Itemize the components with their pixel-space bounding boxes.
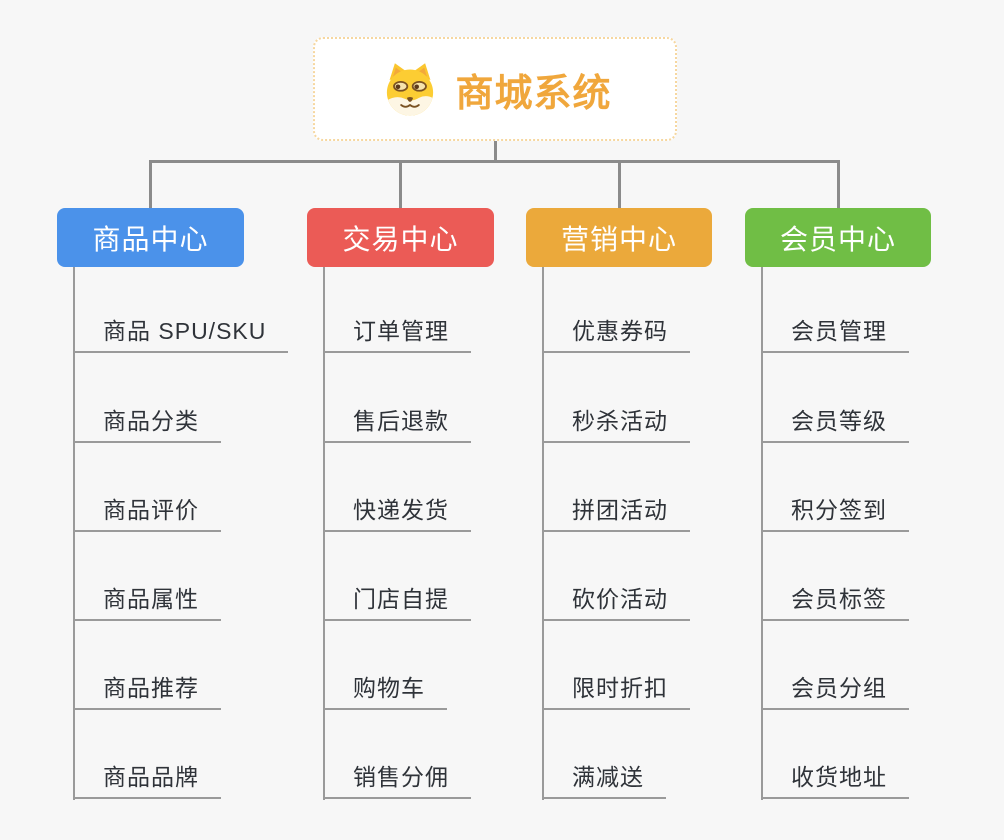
doge-icon xyxy=(387,63,434,116)
leaf-node[interactable]: 门店自提 xyxy=(323,575,471,621)
connector-drop xyxy=(618,160,621,208)
leaf-node[interactable]: 商品属性 xyxy=(73,575,221,621)
leaf-node[interactable]: 秒杀活动 xyxy=(542,397,690,443)
leaf-node[interactable]: 商品 SPU/SKU xyxy=(73,307,289,353)
connector-trunk xyxy=(73,267,75,800)
leaf-node[interactable]: 拼团活动 xyxy=(542,486,690,532)
branch-node-marketing-center[interactable]: 营销中心 xyxy=(526,208,712,267)
leaf-node[interactable]: 购物车 xyxy=(323,664,447,710)
leaf-node[interactable]: 砍价活动 xyxy=(542,575,690,621)
branch-node-member-center[interactable]: 会员中心 xyxy=(745,208,931,267)
branch-node-trade-center[interactable]: 交易中心 xyxy=(307,208,494,267)
leaf-node[interactable]: 销售分佣 xyxy=(323,753,471,799)
branch-node-product-center[interactable]: 商品中心 xyxy=(57,208,244,267)
connector-drop xyxy=(837,160,840,208)
connector-trunk xyxy=(323,267,325,800)
leaf-node[interactable]: 限时折扣 xyxy=(542,664,690,710)
connector-root-stub xyxy=(494,141,497,160)
connector-drop xyxy=(149,160,152,208)
leaf-node[interactable]: 会员标签 xyxy=(761,575,909,621)
leaf-node[interactable]: 商品推荐 xyxy=(73,664,221,710)
leaf-node[interactable]: 快递发货 xyxy=(323,486,471,532)
leaf-node[interactable]: 商品分类 xyxy=(73,397,221,443)
leaf-node[interactable]: 会员等级 xyxy=(761,397,909,443)
leaf-node[interactable]: 商品品牌 xyxy=(73,753,221,799)
leaf-node[interactable]: 商品评价 xyxy=(73,486,221,532)
leaf-node[interactable]: 收货地址 xyxy=(761,753,909,799)
connector-bus xyxy=(149,160,840,163)
leaf-node[interactable]: 会员分组 xyxy=(761,664,909,710)
connector-trunk xyxy=(761,267,763,800)
leaf-node[interactable]: 满减送 xyxy=(542,753,666,799)
leaf-node[interactable]: 订单管理 xyxy=(323,307,471,353)
root-node-mall-system[interactable]: 商城系统 xyxy=(313,37,677,141)
connector-drop xyxy=(399,160,402,208)
leaf-node[interactable]: 售后退款 xyxy=(323,397,471,443)
leaf-node[interactable]: 会员管理 xyxy=(761,307,909,353)
root-title: 商城系统 xyxy=(455,72,612,115)
leaf-node[interactable]: 积分签到 xyxy=(761,486,909,532)
connector-trunk xyxy=(542,267,544,800)
leaf-node[interactable]: 优惠券码 xyxy=(542,307,690,353)
